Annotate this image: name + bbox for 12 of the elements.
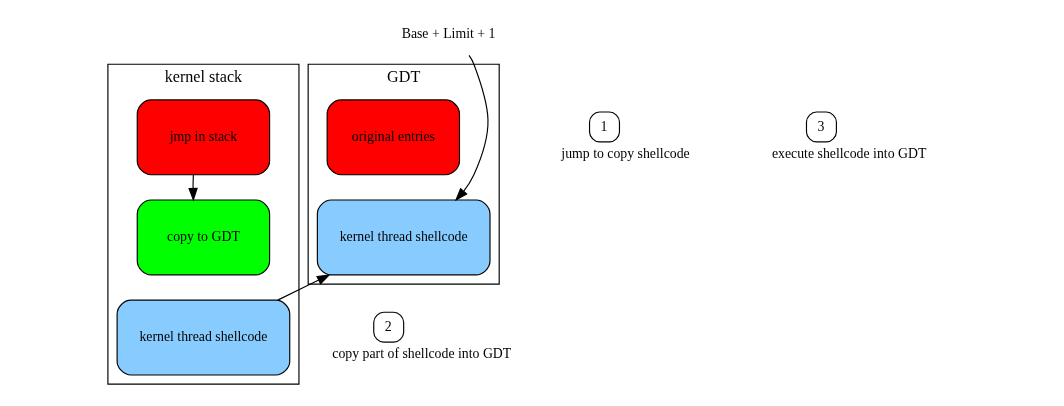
node-box: jmp in stack bbox=[136, 98, 271, 175]
node-box: kernel thread shellcode bbox=[316, 198, 491, 275]
node-text: Base + Limit + 1 bbox=[401, 25, 496, 41]
node-box: copy to GDT bbox=[136, 198, 271, 275]
node-box: original entries bbox=[326, 98, 461, 175]
arrow bbox=[454, 54, 489, 201]
node-label: copy part of shellcode into GDT bbox=[332, 345, 512, 361]
node-label: jump to copy shellcode bbox=[561, 145, 690, 161]
arrow bbox=[277, 273, 331, 301]
node-label: execute shellcode into GDT bbox=[771, 145, 927, 161]
node-box: kernel thread shellcode bbox=[116, 299, 291, 376]
arrow bbox=[188, 173, 198, 202]
